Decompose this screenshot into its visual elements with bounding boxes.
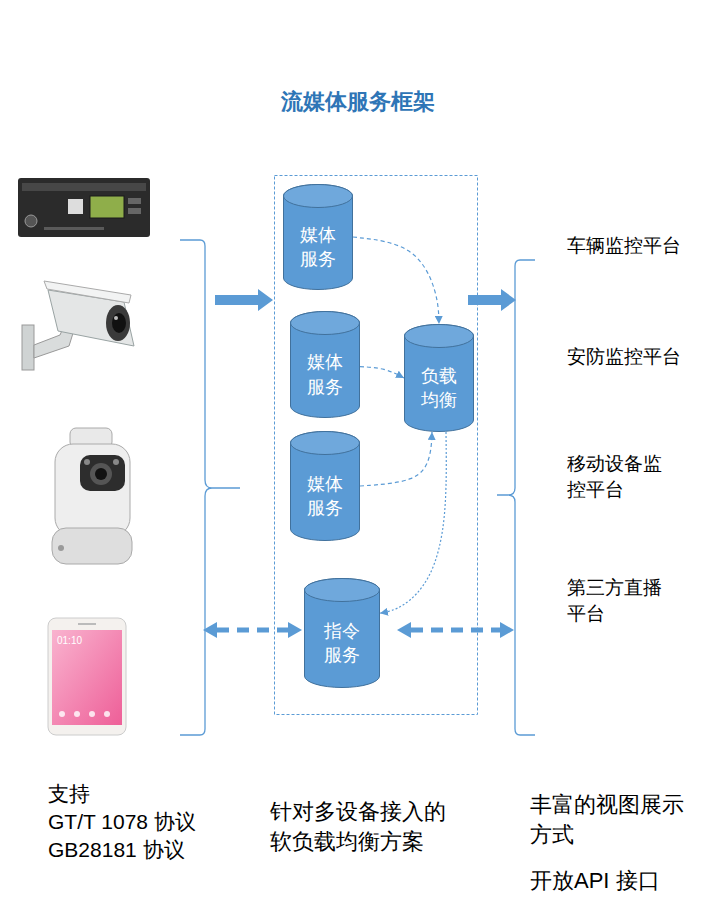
node-body: 负载均衡 xyxy=(404,324,474,432)
wall-plate xyxy=(22,325,34,370)
screen-clock: 01:10 xyxy=(57,635,82,647)
ptz-camera xyxy=(52,428,132,564)
service-cylinder: 媒体服务 xyxy=(290,431,360,541)
node-label: 媒体服务 xyxy=(297,223,338,272)
ir-led xyxy=(113,459,119,465)
service-cylinder: 媒体服务 xyxy=(283,184,353,290)
lens-highlight xyxy=(114,316,118,320)
app-icon xyxy=(74,711,80,717)
cylinder-top xyxy=(291,312,360,335)
cylinder-body xyxy=(405,325,474,432)
recorder-body xyxy=(18,178,150,237)
node-label: 指令服务 xyxy=(321,619,362,668)
cylinder-body xyxy=(284,185,353,290)
ptz-lens-inner xyxy=(95,468,107,480)
right-bracket xyxy=(497,260,535,735)
cylinder-body xyxy=(305,579,380,688)
service-cylinder: 负载均衡 xyxy=(404,324,474,432)
camera-lens xyxy=(106,305,130,341)
left-bracket xyxy=(180,240,240,735)
block-arrow xyxy=(468,289,516,311)
ptz-window xyxy=(80,455,125,491)
diagram-title: 流媒体服务框架 xyxy=(0,88,716,117)
phone-speaker xyxy=(78,623,96,625)
protocol-note: GT/T 1078 协议 xyxy=(48,808,196,835)
recorder-device xyxy=(18,178,150,237)
camera-sunshield xyxy=(44,281,131,303)
phone-screen xyxy=(52,630,122,725)
cylinder-top xyxy=(405,325,474,348)
mobile-phone xyxy=(48,618,126,735)
platform-label: 安防监控平台 xyxy=(567,344,681,370)
app-icon xyxy=(59,711,65,717)
arrow-head xyxy=(288,622,302,638)
app-icon xyxy=(89,711,95,717)
node-body: 媒体服务 xyxy=(283,184,353,290)
platform-label: 车辆监控平台 xyxy=(567,233,681,259)
dashed-connector xyxy=(353,237,439,324)
node-body: 指令服务 xyxy=(304,578,380,688)
recorder-screen xyxy=(90,196,124,218)
protocol-note: 支持 xyxy=(48,780,90,807)
phone-body xyxy=(48,618,126,735)
ptz-base xyxy=(52,528,132,564)
camera-lens-inner xyxy=(112,313,126,333)
dashed-connector xyxy=(360,432,432,486)
ptz-body xyxy=(55,444,130,536)
ir-led xyxy=(84,459,90,465)
cylinder-body xyxy=(291,432,360,541)
node-body: 媒体服务 xyxy=(290,431,360,541)
dashed-link xyxy=(217,628,288,633)
service-frame xyxy=(275,176,478,715)
app-icon xyxy=(104,711,110,717)
cylinder-top xyxy=(284,185,353,208)
platform-label: 移动设备监控平台 xyxy=(567,451,669,503)
arrow-head xyxy=(203,622,217,638)
node-body: 媒体服务 xyxy=(290,311,360,418)
dashed-connector xyxy=(360,367,404,378)
dashed-link xyxy=(411,628,500,633)
recorder-slot xyxy=(44,227,104,230)
arrow-head xyxy=(500,622,514,638)
recorder-knob xyxy=(25,215,37,227)
cylinder-top xyxy=(305,579,380,602)
platform-label: 第三方直播平台 xyxy=(567,575,669,627)
cylinder-body xyxy=(291,312,360,418)
bullet-camera xyxy=(22,281,134,370)
feature-note: 开放API 接口 xyxy=(530,867,660,896)
arrow-head xyxy=(397,622,411,638)
ptz-lens xyxy=(90,463,112,485)
protocol-note: GB28181 协议 xyxy=(48,836,185,863)
recorder-qr xyxy=(68,199,83,214)
ptz-screw xyxy=(58,545,64,551)
node-label: 负载均衡 xyxy=(418,364,459,413)
cylinder-top xyxy=(291,432,360,455)
feature-note: 针对多设备接入的软负载均衡方案 xyxy=(270,797,466,857)
block-arrow xyxy=(215,289,273,311)
dashed-connector xyxy=(380,432,446,613)
feature-note: 丰富的视图展示方式 xyxy=(530,790,702,850)
service-cylinder: 媒体服务 xyxy=(290,311,360,418)
recorder-button xyxy=(128,198,141,204)
recorder-button xyxy=(128,208,141,214)
node-label: 媒体服务 xyxy=(304,472,345,521)
service-cylinder: 指令服务 xyxy=(304,578,380,688)
node-label: 媒体服务 xyxy=(304,350,345,399)
recorder-strip xyxy=(22,183,146,191)
